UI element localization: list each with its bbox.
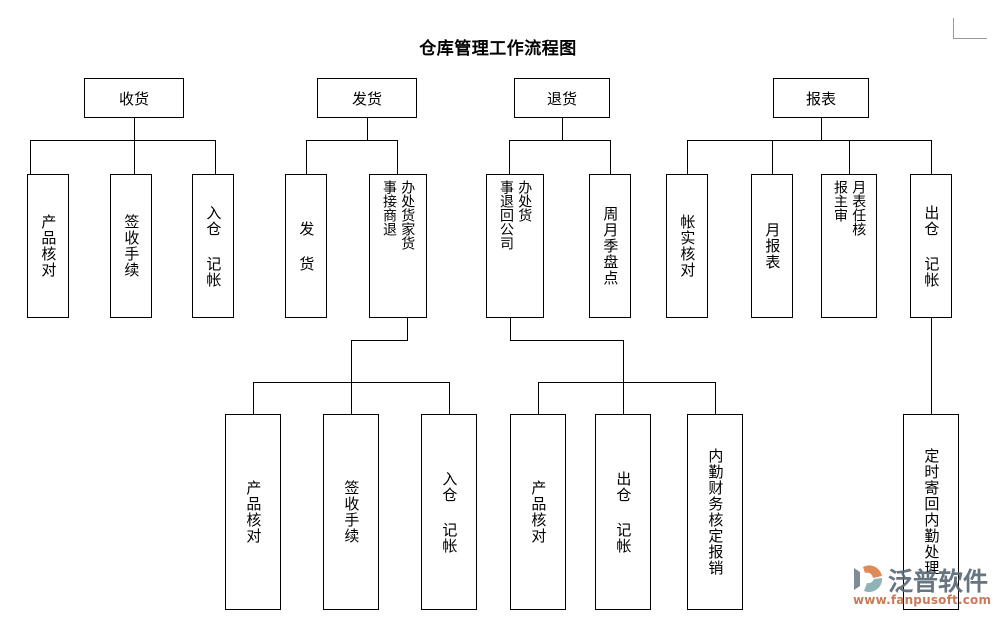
connector-subright-stem-down: [510, 318, 511, 340]
connector-receive-stem: [134, 118, 135, 141]
connector-report-drop-1: [687, 140, 688, 174]
connector-subleft-stem-across: [351, 340, 408, 341]
connector-subleft-stem-down: [407, 318, 408, 340]
node-report-child-outbound-record[interactable]: 出仓 记帐: [910, 174, 952, 318]
node-report-child-book-stock-check-label: 帐实核对: [678, 214, 697, 278]
connector-receive-drop-3: [215, 140, 216, 174]
node-report-child-monthly-report[interactable]: 月报表: [751, 174, 793, 318]
node-ship-child-dispatch[interactable]: 发 货: [285, 174, 327, 318]
node-far-right-scheduled-mailback-label: 定时寄回内勤处理: [922, 448, 941, 576]
node-return-child-send-back-company-label-right: 事退回公司: [498, 180, 514, 250]
node-receive-child-signoff[interactable]: 签收手续: [110, 174, 152, 318]
node-report-child-director-review-label-right: 报主审: [832, 180, 848, 222]
node-sub-left-inbound-record-label: 入仓 记帐: [440, 470, 459, 554]
connector-subleft-drop-2: [351, 382, 352, 414]
connector-subright-bus: [538, 382, 715, 383]
node-report-child-outbound-record-label: 出仓 记帐: [922, 204, 941, 288]
node-ship-child-dispatch-label: 发 货: [297, 220, 316, 272]
connector-ship-bus: [306, 140, 398, 141]
connector-subleft-stem-drop: [351, 340, 352, 382]
connector-receive-drop-2: [134, 140, 135, 174]
connector-return-bus: [509, 140, 611, 141]
node-root-ship[interactable]: 发货: [317, 78, 417, 118]
connector-receive-drop-1: [30, 140, 31, 174]
node-sub-left-signoff[interactable]: 签收手续: [323, 414, 379, 610]
node-sub-left-product-check-label: 产品核对: [244, 480, 263, 544]
page-title: 仓库管理工作流程图: [419, 39, 577, 59]
node-sub-right-outbound-record[interactable]: 出仓 记帐: [595, 414, 651, 610]
node-return-child-send-back-company-label-left: 办处货: [516, 180, 533, 222]
connector-return-stem: [562, 118, 563, 141]
connector-subright-drop-3: [715, 382, 716, 414]
connector-subright-drop-1: [538, 382, 539, 414]
connector-report-bus: [687, 140, 931, 141]
node-root-return-label: 退货: [546, 89, 577, 108]
connector-report-drop-4: [931, 140, 932, 174]
connector-subright-drop-2: [623, 382, 624, 414]
connector-subleft-drop-3: [449, 382, 450, 414]
node-sub-left-product-check[interactable]: 产品核对: [225, 414, 281, 610]
connector-ship-drop-2: [397, 140, 398, 174]
node-report-child-director-review[interactable]: 报主审 月表任核: [821, 174, 877, 318]
connector-return-drop-2: [610, 140, 611, 174]
node-receive-child-inbound-record[interactable]: 入仓 记帐: [192, 174, 234, 318]
node-root-receive[interactable]: 收货: [84, 78, 184, 118]
node-root-receive-label: 收货: [118, 89, 149, 108]
connector-ship-stem: [367, 118, 368, 141]
node-sub-right-outbound-record-label: 出仓 记帐: [614, 470, 633, 554]
node-sub-right-finance-reimburse[interactable]: 内勤财务核定报销: [687, 414, 743, 610]
node-receive-child-product-check-label: 产品核对: [39, 214, 58, 278]
node-receive-child-product-check[interactable]: 产品核对: [27, 174, 69, 318]
node-ship-child-merchant-return[interactable]: 事接商退 办处货家货: [369, 174, 427, 318]
node-ship-child-merchant-return-label-left: 办处货家货: [399, 180, 416, 250]
node-report-child-director-review-label-left: 月表任核: [850, 180, 867, 236]
node-root-report-label: 报表: [805, 89, 836, 108]
watermark-logo: 泛普软件 www.fanpusoft.com: [852, 562, 996, 614]
connector-ship-drop-1: [306, 140, 307, 174]
node-root-report[interactable]: 报表: [773, 78, 869, 118]
node-receive-child-signoff-label: 签收手续: [122, 214, 141, 278]
connector-return-drop-1: [509, 140, 510, 174]
connector-receive-bus: [30, 140, 216, 141]
connector-report-stem: [821, 118, 822, 141]
node-root-ship-label: 发货: [351, 89, 382, 108]
fanpu-logo-icon: [854, 565, 883, 593]
node-root-return[interactable]: 退货: [514, 78, 610, 118]
connector-subright-stem-drop: [623, 340, 624, 382]
node-far-right-scheduled-mailback[interactable]: 定时寄回内勤处理: [903, 414, 959, 610]
node-report-child-monthly-report-label: 月报表: [763, 222, 782, 270]
node-return-child-periodic-stocktake-label: 周月季盘点: [601, 206, 620, 286]
connector-subleft-drop-1: [253, 382, 254, 414]
node-sub-right-product-check-label: 产品核对: [529, 480, 548, 544]
node-report-child-book-stock-check[interactable]: 帐实核对: [666, 174, 708, 318]
node-return-child-send-back-company[interactable]: 事退回公司 办处货: [486, 174, 544, 318]
node-return-child-periodic-stocktake[interactable]: 周月季盘点: [589, 174, 631, 318]
page-corner-mark: [953, 18, 987, 39]
watermark-url: www.fanpusoft.com: [853, 593, 992, 607]
node-sub-right-finance-reimburse-label: 内勤财务核定报销: [706, 448, 725, 576]
node-receive-child-inbound-record-label: 入仓 记帐: [204, 204, 223, 288]
node-sub-right-product-check[interactable]: 产品核对: [510, 414, 566, 610]
node-ship-child-merchant-return-label-right: 事接商退: [381, 180, 397, 236]
connector-report-drop-2: [772, 140, 773, 174]
connector-report-drop-3: [849, 140, 850, 174]
node-sub-left-signoff-label: 签收手续: [342, 480, 361, 544]
node-sub-left-inbound-record[interactable]: 入仓 记帐: [421, 414, 477, 610]
watermark-brand: 泛普软件: [888, 567, 989, 596]
connector-subright-stem-across: [510, 340, 624, 341]
connector-farright-stem: [931, 318, 932, 414]
